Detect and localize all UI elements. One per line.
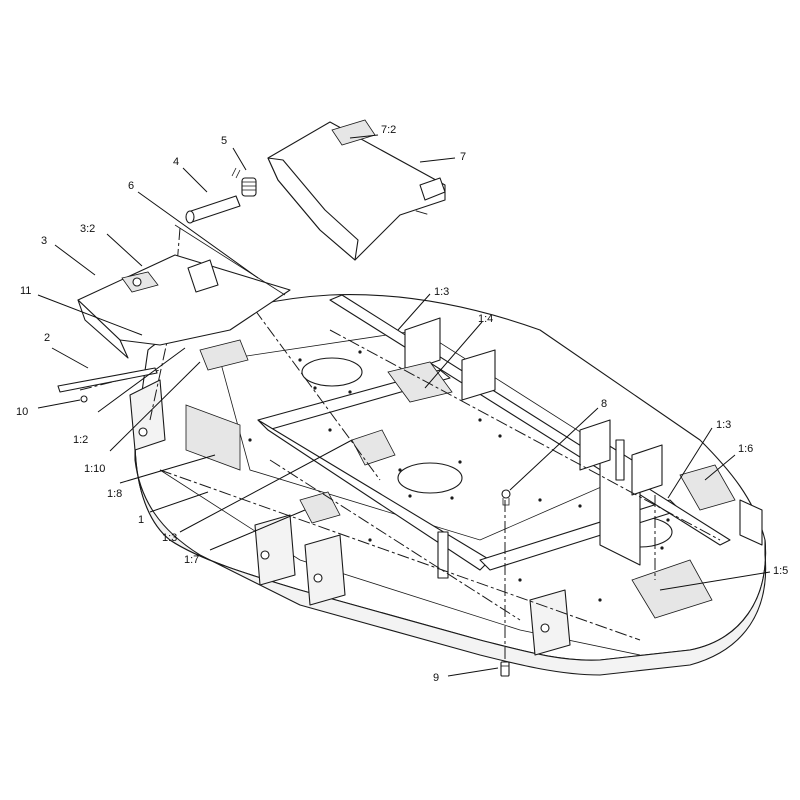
decal-1-7 [299,491,341,524]
frame-bracket [599,439,641,566]
bracket-2 [461,349,496,401]
callout-8: 8 [601,398,607,410]
callout-1-2: 1:2 [73,434,88,446]
belt-cover-edge [77,299,129,359]
callout-6: 6 [128,180,134,192]
callout-1-10: 1:10 [84,463,105,475]
callout-1: 1 [138,514,144,526]
callout-2: 2 [44,332,50,344]
upright-brackets [404,317,763,579]
bracket-4 [631,444,663,496]
callout-1-3-right: 1:3 [716,419,731,431]
callout-5: 5 [221,135,227,147]
nut [80,395,88,403]
post-1 [437,531,449,579]
decal-1-6 [679,464,736,511]
callout-3-2: 3:2 [80,223,95,235]
spring-tube [185,195,241,224]
decal-1-4 [387,361,453,403]
callout-7-2: 7:2 [381,124,396,136]
callout-labels: 5 4 6 7:2 7 3:2 3 11 2 10 1:2 1:10 1:8 1… [16,124,788,684]
shield [267,119,446,261]
callout-1-7: 1:7 [184,554,199,566]
callout-1-8: 1:8 [107,488,122,500]
callout-4: 4 [173,156,179,168]
bolt-9 [500,661,510,677]
callout-3: 3 [41,235,47,247]
spindle-opening-center [397,462,463,494]
front-bracket-left [129,379,166,451]
front-bracket-mid-left [254,514,296,586]
callout-1-3-top: 1:3 [434,286,449,298]
callout-1-6: 1:6 [738,443,753,455]
pin [57,367,158,393]
bolt-8 [501,489,511,506]
leader-lines [37,134,771,677]
spring-coil [231,167,257,197]
front-bracket-mid [304,534,346,606]
callout-9: 9 [433,672,439,684]
deck-decals [185,339,736,619]
callout-11: 11 [20,285,31,297]
bracket-3 [579,419,611,471]
decal-1-5 [631,559,713,619]
callout-10: 10 [16,406,28,418]
front-brackets [129,379,571,656]
decal-1-10 [199,339,249,371]
post-2 [615,439,625,481]
bracket-1 [404,317,441,373]
front-bracket-right [529,589,571,656]
cover-tab [187,259,219,293]
callout-1-3-left: 1:3 [162,532,177,544]
decal-1-8 [185,404,241,471]
rod [174,224,286,296]
frame-rail-left [257,419,491,571]
spindle-opening-left [301,357,363,387]
callout-1-5: 1:5 [773,565,788,577]
decal-1-3-center [351,429,396,466]
callout-1-4: 1:4 [478,313,493,325]
bracket-5 [739,499,763,546]
callout-7: 7 [460,151,466,163]
